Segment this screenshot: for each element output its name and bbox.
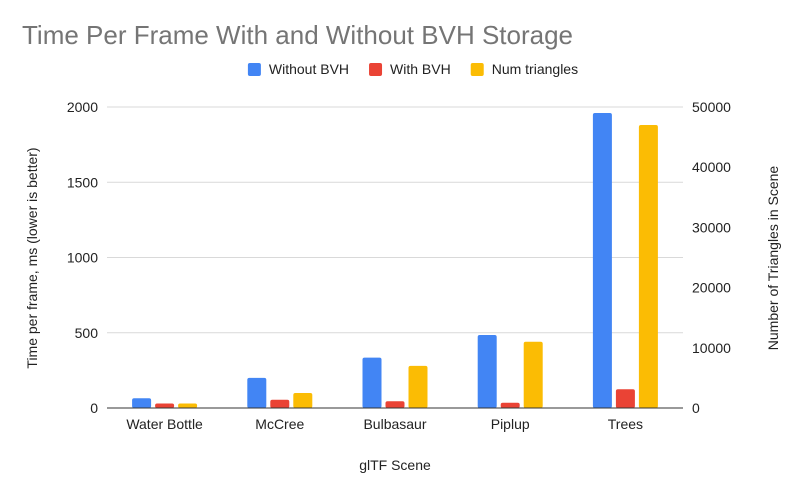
bar-with-bvh (615, 389, 635, 408)
bar-without-bvh (362, 357, 382, 408)
bar-with-bvh (385, 401, 405, 408)
left-tick-label: 1500 (67, 174, 98, 190)
legend: Without BVH With BVH Num triangles (247, 61, 578, 77)
category-label: Water Bottle (126, 416, 203, 432)
left-tick-label: 500 (75, 325, 99, 341)
y2-axis-label: Number of Triangles in Scene (765, 166, 781, 351)
bar-num-triangles (408, 365, 428, 408)
bar-with-bvh (270, 399, 290, 408)
y-axis-label: Time per frame, ms (lower is better) (24, 147, 40, 368)
legend-label: Num triangles (492, 61, 578, 77)
legend-label: With BVH (390, 61, 451, 77)
right-axis-ticks: 0 10000 20000 30000 40000 50000 (692, 99, 731, 416)
legend-swatch (247, 63, 261, 76)
category-label: Trees (608, 416, 643, 432)
legend-swatch (470, 63, 484, 76)
legend-label: Without BVH (269, 61, 349, 77)
right-tick-label: 40000 (692, 159, 731, 175)
x-axis-label: glTF Scene (359, 457, 431, 473)
bar-num-triangles (178, 403, 198, 408)
bar-without-bvh (477, 335, 497, 408)
right-tick-label: 0 (692, 400, 700, 416)
bar-num-triangles (293, 392, 313, 408)
right-tick-label: 20000 (692, 280, 731, 296)
right-tick-label: 50000 (692, 99, 731, 115)
category-label: Bulbasaur (363, 416, 426, 432)
category-label: McCree (255, 416, 304, 432)
bar-without-bvh (247, 377, 267, 408)
bar-without-bvh (132, 398, 152, 408)
bar-num-triangles (523, 341, 543, 408)
right-tick-label: 30000 (692, 219, 731, 235)
right-tick-label: 10000 (692, 340, 731, 356)
left-tick-label: 2000 (67, 99, 98, 115)
category-label: Piplup (491, 416, 530, 432)
left-tick-label: 1000 (67, 250, 98, 266)
bar-with-bvh (500, 402, 520, 408)
legend-swatch (369, 63, 383, 76)
left-tick-label: 0 (90, 400, 98, 416)
bar-num-triangles (638, 125, 658, 408)
bar-without-bvh (592, 113, 612, 409)
gridlines (107, 106, 683, 334)
bars (132, 113, 658, 409)
left-axis-ticks: 0 500 1000 1500 2000 (67, 99, 98, 416)
chart-title: Time Per Frame With and Without BVH Stor… (22, 20, 573, 50)
category-labels: Water Bottle McCree Bulbasaur Piplup Trees (126, 416, 643, 432)
bar-with-bvh (155, 403, 175, 408)
